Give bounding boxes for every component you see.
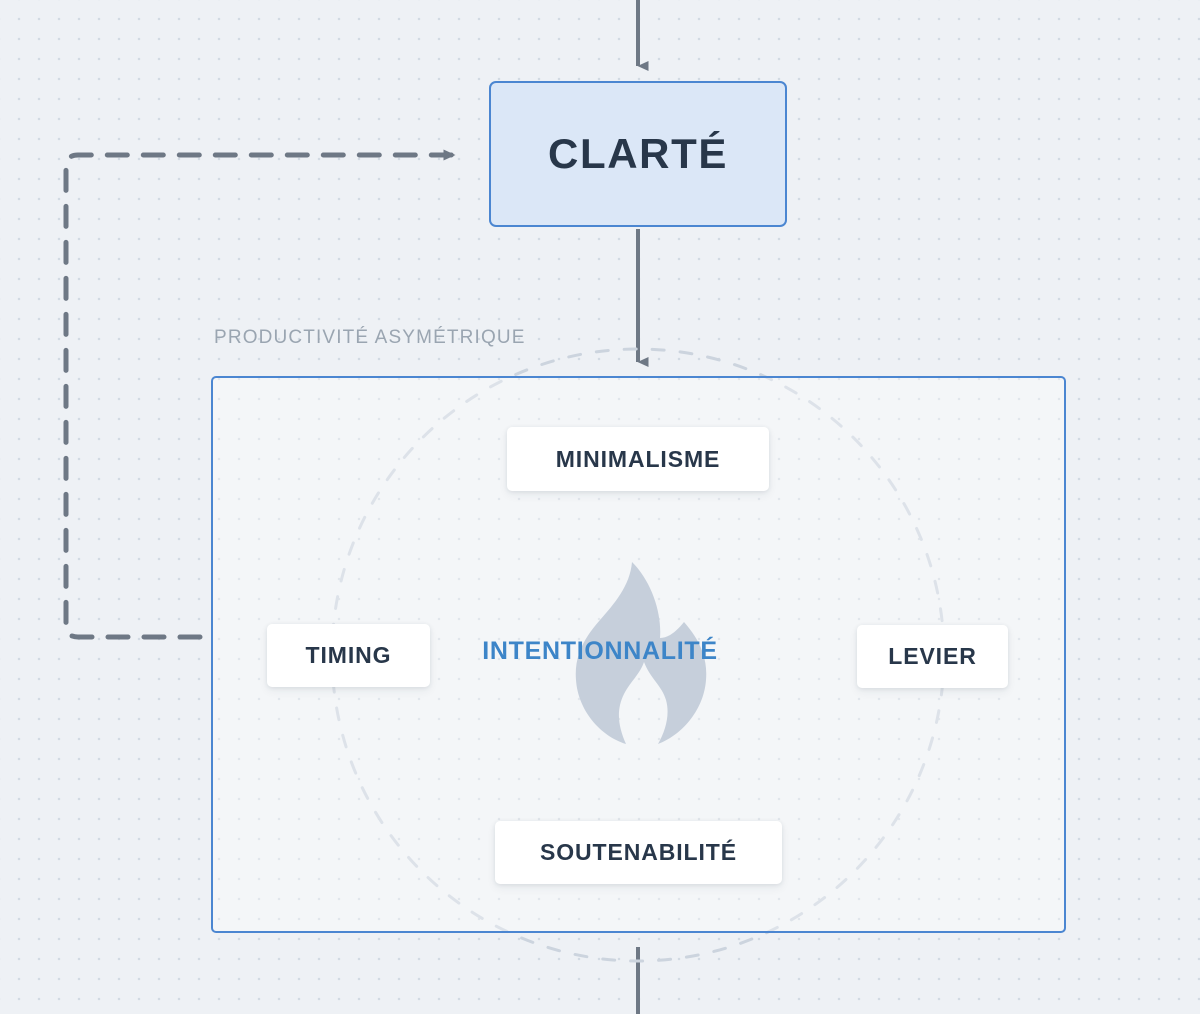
node-clarte-label: CLARTÉ (548, 130, 728, 177)
chip-soutenabilite-label: SOUTENABILITÉ (540, 839, 737, 865)
flame-icon (575, 562, 707, 744)
node-clarte[interactable]: CLARTÉ (489, 81, 787, 227)
group-label: PRODUCTIVITÉ ASYMÉTRIQUE (214, 327, 526, 348)
chip-levier-label: LEVIER (888, 643, 977, 669)
chip-timing-label: TIMING (305, 642, 392, 668)
chip-minimalisme-label: MINIMALISME (555, 445, 721, 472)
chip-levier[interactable]: LEVIER (857, 625, 1008, 688)
chip-minimalisme[interactable]: MINIMALISME (507, 427, 769, 491)
chip-soutenabilite[interactable]: SOUTENABILITÉ (495, 821, 782, 884)
chip-timing[interactable]: TIMING (267, 624, 430, 687)
feedback-loop-arrow (63, 149, 458, 640)
